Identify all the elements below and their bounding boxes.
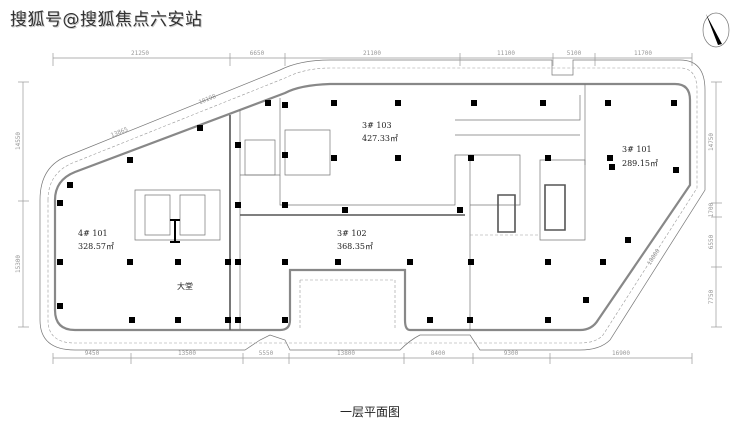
dim-right-4: 7750 (708, 289, 715, 304)
dim-left-1: 14550 (15, 132, 22, 150)
exterior-wall (53, 82, 692, 332)
column (545, 259, 551, 265)
column (671, 100, 677, 106)
dim-bottom-6: 9300 (504, 350, 519, 357)
column (545, 155, 551, 161)
column (673, 167, 679, 173)
dim-top-1: 21250 (131, 50, 149, 57)
column (331, 100, 337, 106)
column (427, 317, 433, 323)
column (609, 164, 615, 170)
dim-top-3: 21100 (363, 50, 381, 57)
lobby-label: 大堂 (177, 281, 193, 291)
column (395, 155, 401, 161)
room-3-102-id: 3# 102 (337, 229, 367, 238)
column (605, 100, 611, 106)
column (335, 259, 341, 265)
canopy-dash-line (47, 67, 698, 344)
dim-bottom-4: 13800 (337, 350, 355, 357)
column (175, 317, 181, 323)
room-3-101-area: 289.15㎡ (622, 159, 658, 168)
room-3-101-id: 3# 101 (622, 145, 652, 154)
column (225, 317, 231, 323)
dim-right-2: 1700 (708, 202, 715, 217)
column (540, 100, 546, 106)
column (607, 155, 613, 161)
column (197, 125, 203, 131)
column (129, 317, 135, 323)
dim-bottom-7: 16900 (612, 350, 630, 357)
column (467, 317, 473, 323)
watermark: 搜狐号@搜狐焦点六安站 (10, 10, 203, 30)
column (331, 155, 337, 161)
interior-walls (134, 84, 586, 330)
column (282, 259, 288, 265)
site-outline (39, 59, 706, 351)
column (468, 155, 474, 161)
column (282, 102, 288, 108)
column (545, 317, 551, 323)
dim-bottom-1: 9450 (85, 350, 100, 357)
room-3-103-id: 3# 103 (362, 121, 392, 130)
column (57, 200, 63, 206)
column (57, 259, 63, 265)
column (235, 317, 241, 323)
north-arrow-icon (702, 12, 730, 48)
dim-right-3: 6550 (708, 234, 715, 249)
dim-bottom-5: 8400 (431, 350, 446, 357)
column (127, 259, 133, 265)
room-4-101-id: 4# 101 (78, 229, 108, 238)
column (265, 100, 271, 106)
room-3-102-area: 368.35㎡ (337, 242, 373, 251)
dim-left-2: 15300 (15, 255, 22, 273)
dim-diagonal-1: 13865 (110, 126, 130, 139)
column (127, 157, 133, 163)
column (235, 259, 241, 265)
drawing-title: 一层平面图 (339, 405, 400, 419)
column (625, 237, 631, 243)
room-3-103-area: 427.33㎡ (362, 134, 398, 143)
column (235, 142, 241, 148)
dimension-ticks (18, 53, 722, 364)
dim-top-4: 11100 (497, 50, 515, 57)
column (342, 207, 348, 213)
dim-bottom-2: 13500 (178, 350, 196, 357)
column (235, 202, 241, 208)
column (175, 259, 181, 265)
column (600, 259, 606, 265)
dim-top-5: 5100 (567, 50, 582, 57)
dim-top-2: 6650 (250, 50, 265, 57)
column (282, 202, 288, 208)
column (57, 303, 63, 309)
column (468, 259, 474, 265)
column (457, 207, 463, 213)
column (583, 297, 589, 303)
column (67, 182, 73, 188)
column (471, 100, 477, 106)
structural-columns (57, 100, 679, 323)
column (282, 152, 288, 158)
column (282, 317, 288, 323)
room-4-101-area: 328.57㎡ (78, 242, 114, 251)
dim-bottom-3: 5550 (259, 350, 274, 357)
column (407, 259, 413, 265)
column (395, 100, 401, 106)
dim-top-6: 11700 (634, 50, 652, 57)
dim-right-1: 14750 (708, 133, 715, 151)
column (225, 259, 231, 265)
